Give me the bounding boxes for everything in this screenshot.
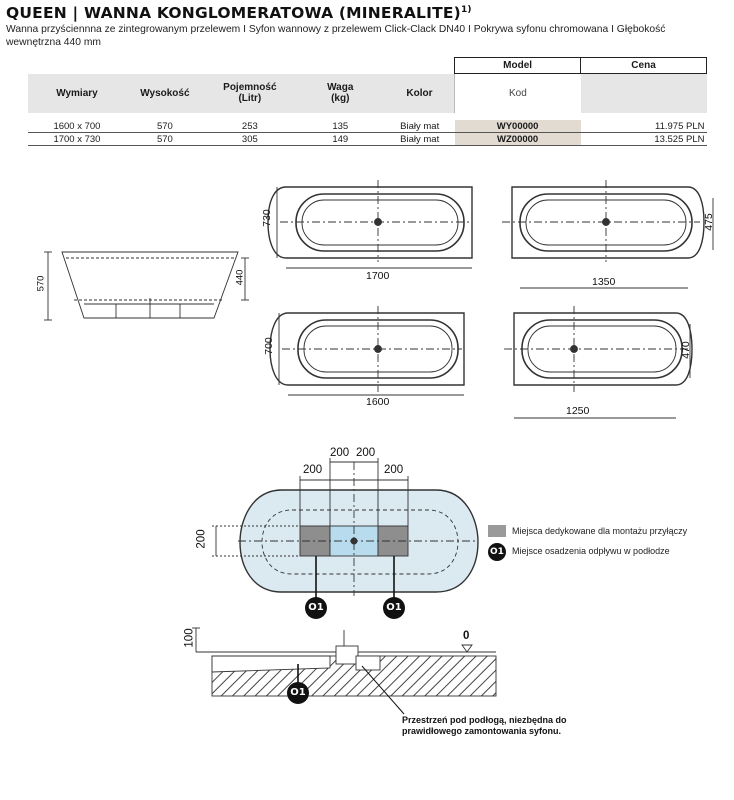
cell-price: 13.525 PLN xyxy=(580,132,707,146)
cell-color: Biały mat xyxy=(384,120,455,133)
cell-capacity: 253 xyxy=(203,120,296,133)
col-header-weight: Waga (kg) xyxy=(295,73,385,113)
top-view-1700-drawing xyxy=(267,180,473,269)
dim-200-left: 200 xyxy=(303,464,323,476)
floor-section-drawing xyxy=(192,627,497,715)
col-header-height: Wysokość xyxy=(125,73,204,113)
page-title: QUEEN | WANNA KONGLOMERATOWA (MINERALITE… xyxy=(6,4,472,22)
top4-width-label: 1250 xyxy=(566,405,590,417)
col-header-color: Kolor xyxy=(384,73,455,113)
drain-marker-icon: O1 xyxy=(488,543,506,561)
floor-zero-label: 0 xyxy=(463,630,470,642)
col-header-dimensions: Wymiary xyxy=(28,73,126,113)
legend-connection-zone: Miejsca dedykowane dla montażu przyłączy xyxy=(512,526,688,536)
cell-height: 570 xyxy=(125,132,204,146)
cell-color: Biały mat xyxy=(384,132,455,146)
price-header: Cena xyxy=(580,57,707,74)
top2-height-label: 475 xyxy=(702,213,715,231)
col-header-price-empty xyxy=(580,73,707,113)
table-row: 1600 x 700 570 253 135 Biały mat WY00000… xyxy=(28,120,707,133)
dim-200-vertical: 200 xyxy=(195,529,208,549)
drain-marker-right: O1 xyxy=(383,597,405,619)
cell-dimensions: 1700 x 730 xyxy=(28,132,126,146)
dim-100-label: 100 xyxy=(183,628,196,648)
dim-200-right: 200 xyxy=(384,464,404,476)
drain-marker-section: O1 xyxy=(287,682,309,704)
cell-height: 570 xyxy=(125,120,204,133)
top2-width-label: 1350 xyxy=(592,276,616,288)
table-row: 1700 x 730 570 305 149 Biały mat WZ00000… xyxy=(28,132,707,146)
cell-capacity: 305 xyxy=(203,132,296,146)
product-description: Wanna przyściennna ze zintegrowanym prze… xyxy=(6,24,666,48)
top-view-1350-drawing xyxy=(502,180,714,289)
top-view-1250-drawing xyxy=(504,306,693,419)
side-inner-label: 440 xyxy=(234,269,246,286)
cell-price: 11.975 PLN xyxy=(580,120,707,133)
top-view-1600-drawing xyxy=(269,306,465,396)
col-header-capacity: Pojemność (Litr) xyxy=(203,73,296,113)
installation-plan-drawing xyxy=(212,458,479,598)
drain-marker-left: O1 xyxy=(305,597,327,619)
top4-height-label: 470 xyxy=(679,341,692,359)
col-header-code: Kod xyxy=(454,73,581,113)
cell-dimensions: 1600 x 700 xyxy=(28,120,126,133)
cell-weight: 135 xyxy=(295,120,385,133)
side-height-label: 570 xyxy=(35,275,47,292)
top1-height-label: 730 xyxy=(260,209,273,227)
top1-width-label: 1700 xyxy=(366,270,390,282)
top3-width-label: 1600 xyxy=(366,396,390,408)
top3-height-label: 700 xyxy=(262,337,275,355)
connection-zone-swatch-icon xyxy=(488,525,506,537)
under-floor-note: Przestrzeń pod podłogą, niezbędna do pra… xyxy=(402,715,567,736)
cell-code: WZ00000 xyxy=(454,132,581,146)
cell-code: WY00000 xyxy=(454,120,581,133)
legend-drain-location: Miejsce osadzenia odpływu w podłodze xyxy=(512,546,670,556)
cell-weight: 149 xyxy=(295,132,385,146)
dim-200-center-left: 200 xyxy=(330,447,350,459)
spec-table: Model Cena Wymiary Wysokość Pojemność (L… xyxy=(28,57,707,146)
dim-200-center-right: 200 xyxy=(356,447,376,459)
side-view-drawing xyxy=(44,251,249,321)
